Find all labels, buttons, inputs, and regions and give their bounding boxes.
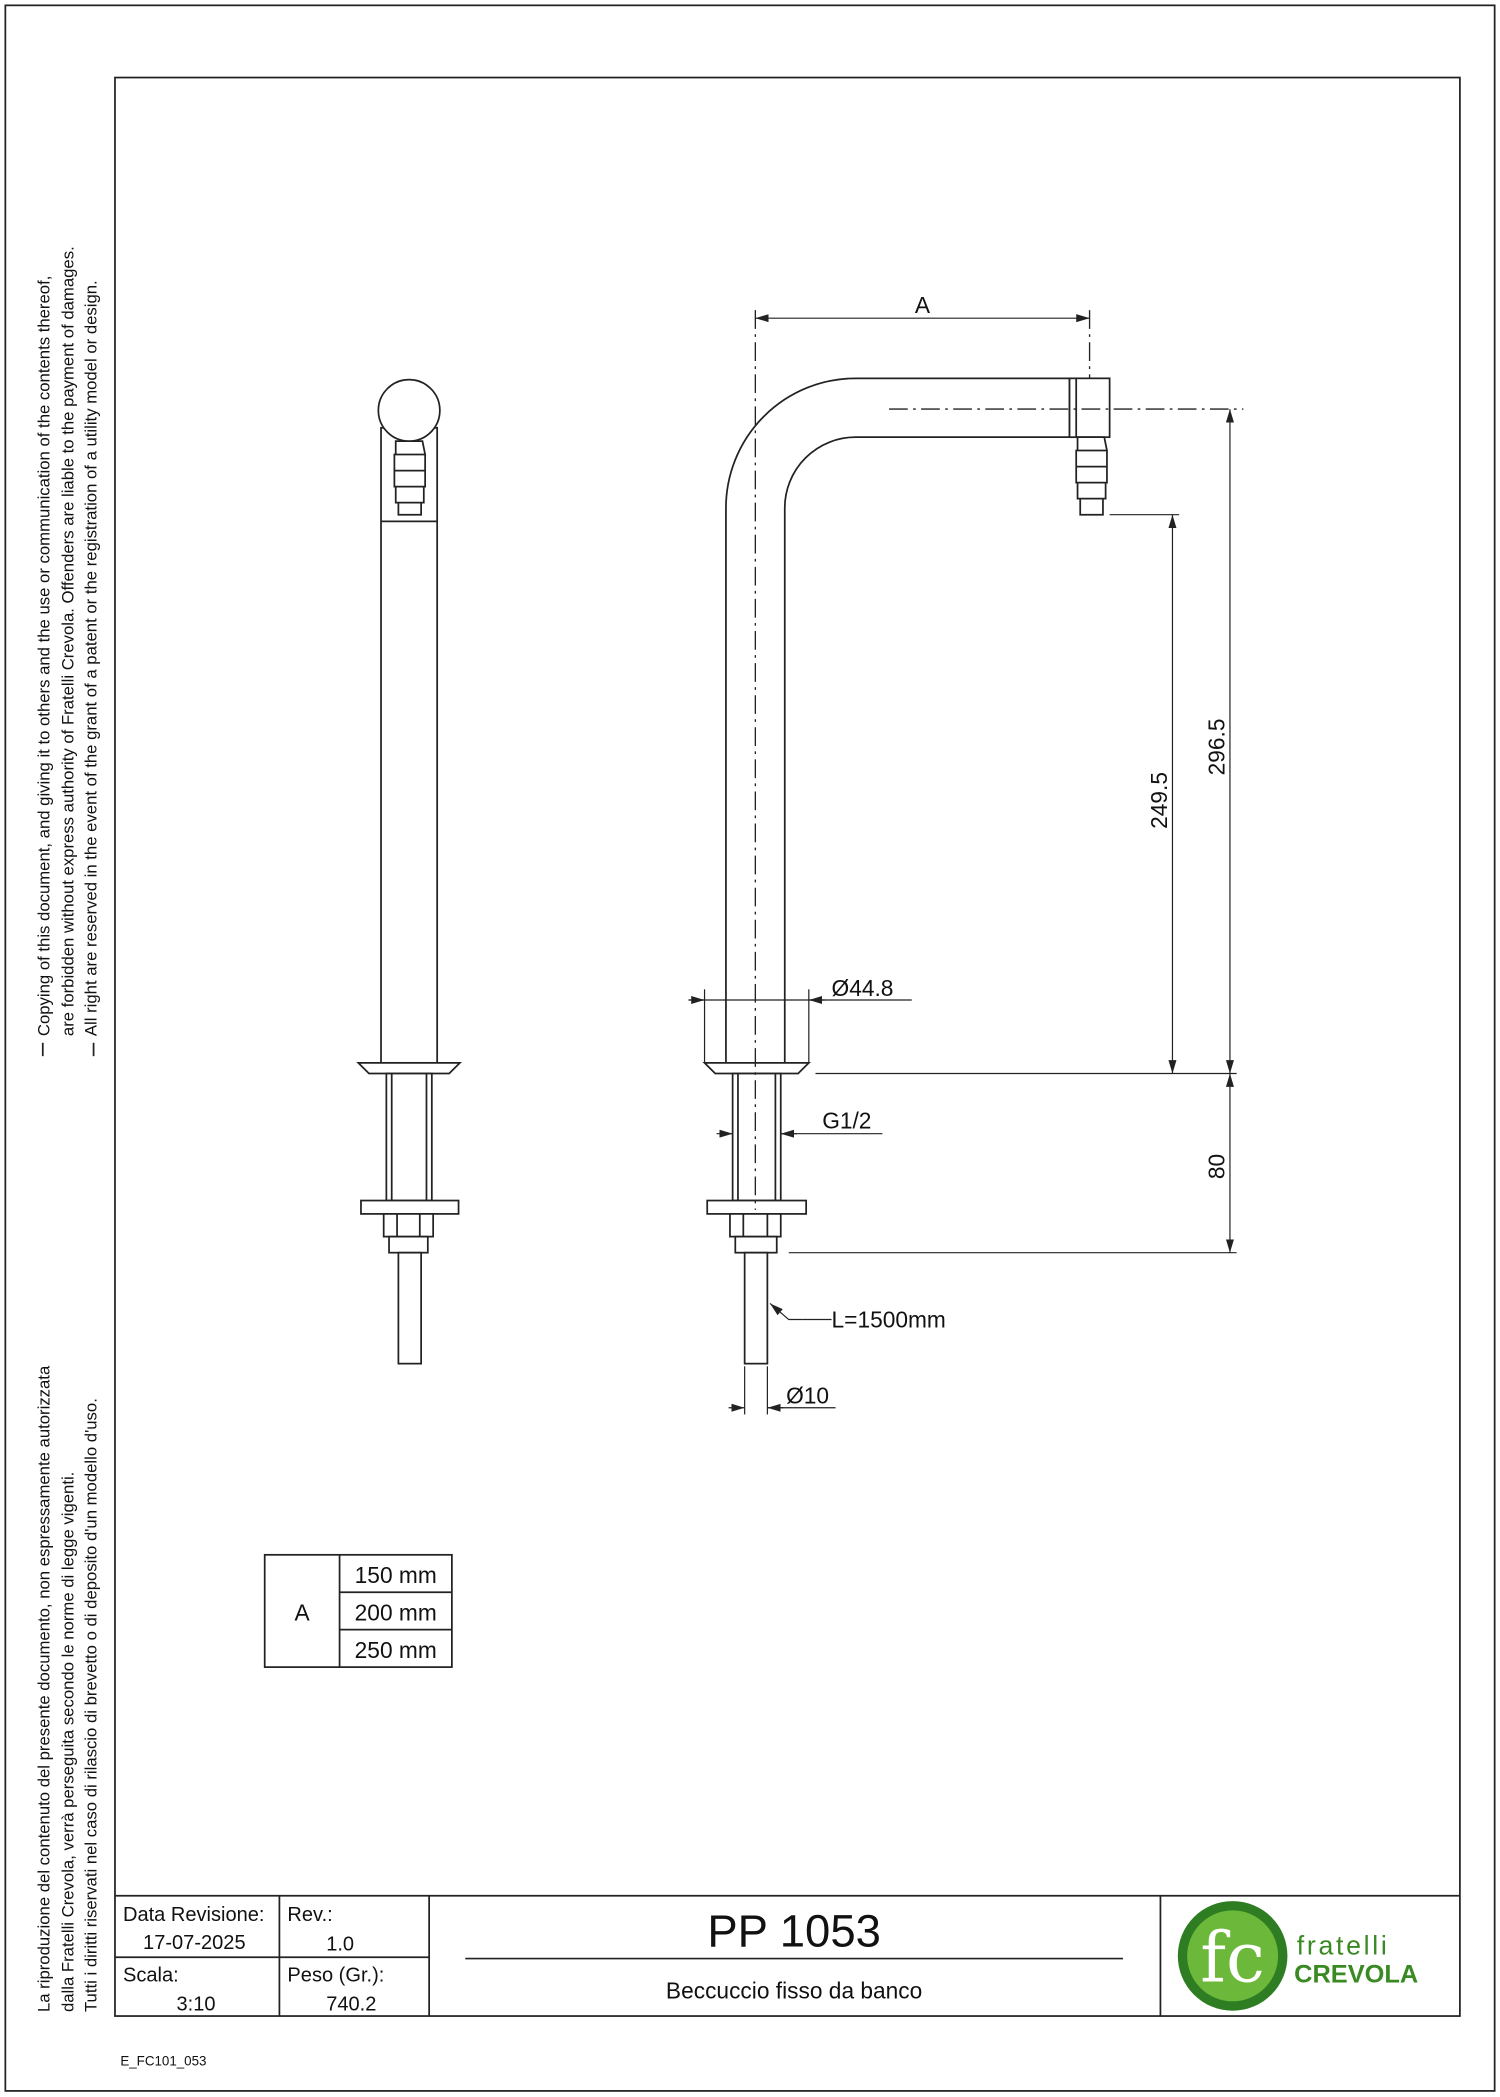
legal-notice-it: La riproduzione del contenuto del presen… — [34, 1365, 100, 2012]
svg-text:Copying of this document, and: Copying of this document, and giving it … — [34, 276, 53, 1036]
variants-table: A 150 mm 200 mm 250 mm — [263, 1553, 453, 1668]
drawing-code: PP 1053 — [707, 1906, 881, 1957]
svg-text:Tutti i diritti riservati nel: Tutti i diritti riservati nel caso di ri… — [81, 1398, 100, 2012]
dim-pipe-diameter: Ø10 — [786, 1383, 829, 1409]
svg-text:740.2: 740.2 — [326, 1994, 376, 2016]
side-view — [356, 378, 462, 1365]
dim-249-5: 249.5 — [1146, 772, 1172, 829]
dim-thread: G1/2 — [822, 1107, 871, 1133]
title-block: Data Revisione: 17-07-2025 Rev.: 1.0 Sca… — [114, 1894, 1460, 2017]
svg-text:1.0: 1.0 — [326, 1934, 354, 1956]
svg-text:All right are reserved in the: All right are reserved in the event of t… — [81, 280, 100, 1036]
svg-text:3:10: 3:10 — [176, 1994, 215, 2016]
svg-text:dalla Fratelli Crevola, verrà: dalla Fratelli Crevola, verrà perseguita… — [59, 1472, 78, 2012]
dim-length: L=1500mm — [832, 1307, 946, 1333]
svg-text:Data Revisione:: Data Revisione: — [123, 1904, 265, 1926]
file-id: E_FC101_053 — [120, 2054, 206, 2069]
variant-250: 250 mm — [355, 1637, 437, 1663]
svg-text:La riproduzione del contenuto: La riproduzione del contenuto del presen… — [34, 1365, 53, 2012]
dim-tube-diameter: Ø44.8 — [832, 975, 894, 1001]
svg-text:17-07-2025: 17-07-2025 — [143, 1932, 246, 1954]
svg-text:are forbidden without express: are forbidden without express authority … — [59, 246, 78, 1036]
legal-notice-en: Copying of this document, and giving it … — [34, 246, 100, 1057]
svg-text:CREVOLA: CREVOLA — [1294, 1961, 1418, 1989]
dim-80: 80 — [1204, 1154, 1230, 1179]
svg-text:fratelli: fratelli — [1297, 1931, 1390, 1961]
variant-150: 150 mm — [355, 1562, 437, 1588]
drawing-description: Beccuccio fisso da banco — [666, 1978, 922, 2004]
dim-296-5: 296.5 — [1204, 719, 1230, 776]
drawing-frame — [114, 76, 1461, 2017]
dimensions: A 296.5 249.5 80 Ø44.8 G1/2 L=1500mm Ø10 — [688, 292, 1237, 1415]
svg-text:Scala:: Scala: — [123, 1964, 179, 1986]
svg-text:Peso (Gr.):: Peso (Gr.): — [287, 1964, 384, 1986]
svg-text:Rev.:: Rev.: — [287, 1904, 332, 1926]
dim-a-label: A — [915, 292, 931, 318]
variant-200: 200 mm — [355, 1599, 437, 1625]
svg-text:fc: fc — [1200, 1917, 1265, 1998]
outer-border — [4, 4, 1496, 2092]
front-view — [702, 310, 1244, 1365]
company-logo: fc fratelli CREVOLA — [1177, 1901, 1418, 2011]
svg-text:A: A — [295, 1599, 311, 1625]
